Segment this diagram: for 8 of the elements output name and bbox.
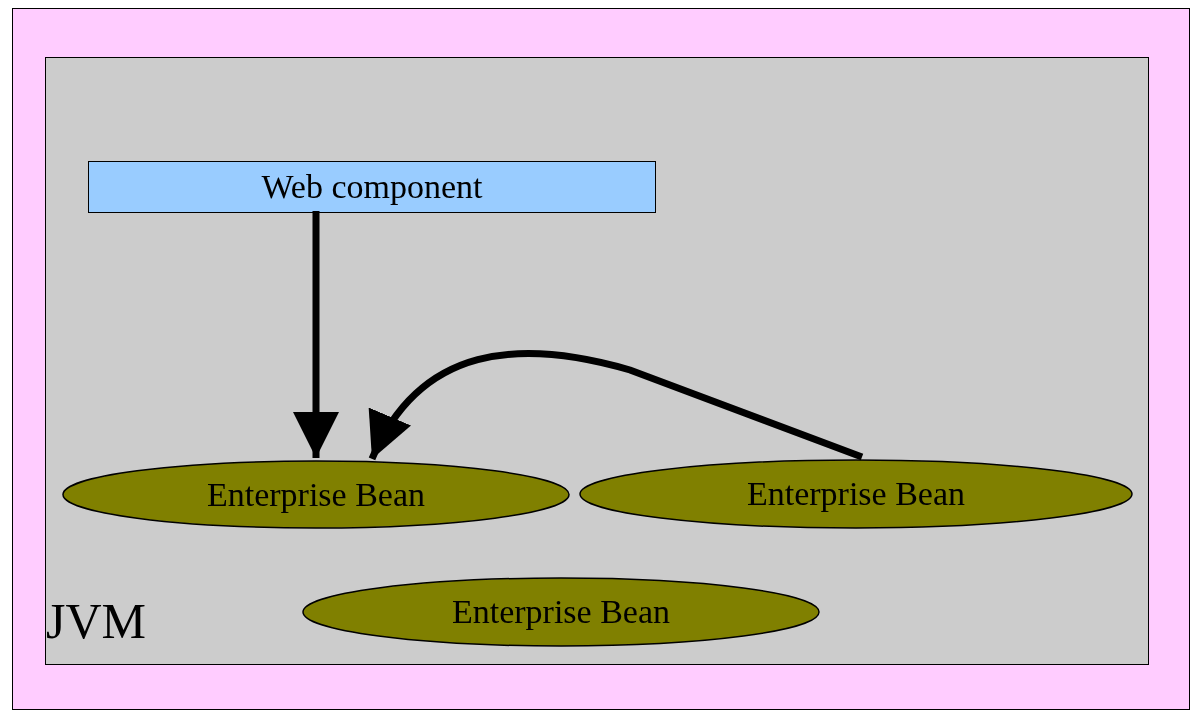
arrow bbox=[368, 350, 864, 461]
outer-box bbox=[12, 8, 1190, 710]
bean-ellipse: Enterprise Bean bbox=[62, 460, 570, 529]
component-box: Web component bbox=[88, 161, 656, 213]
bean-ellipse: Enterprise Bean bbox=[302, 577, 820, 647]
bean-ellipse: Enterprise Bean bbox=[579, 459, 1133, 529]
container-box bbox=[45, 57, 1149, 665]
container-label: JVM bbox=[46, 596, 147, 646]
